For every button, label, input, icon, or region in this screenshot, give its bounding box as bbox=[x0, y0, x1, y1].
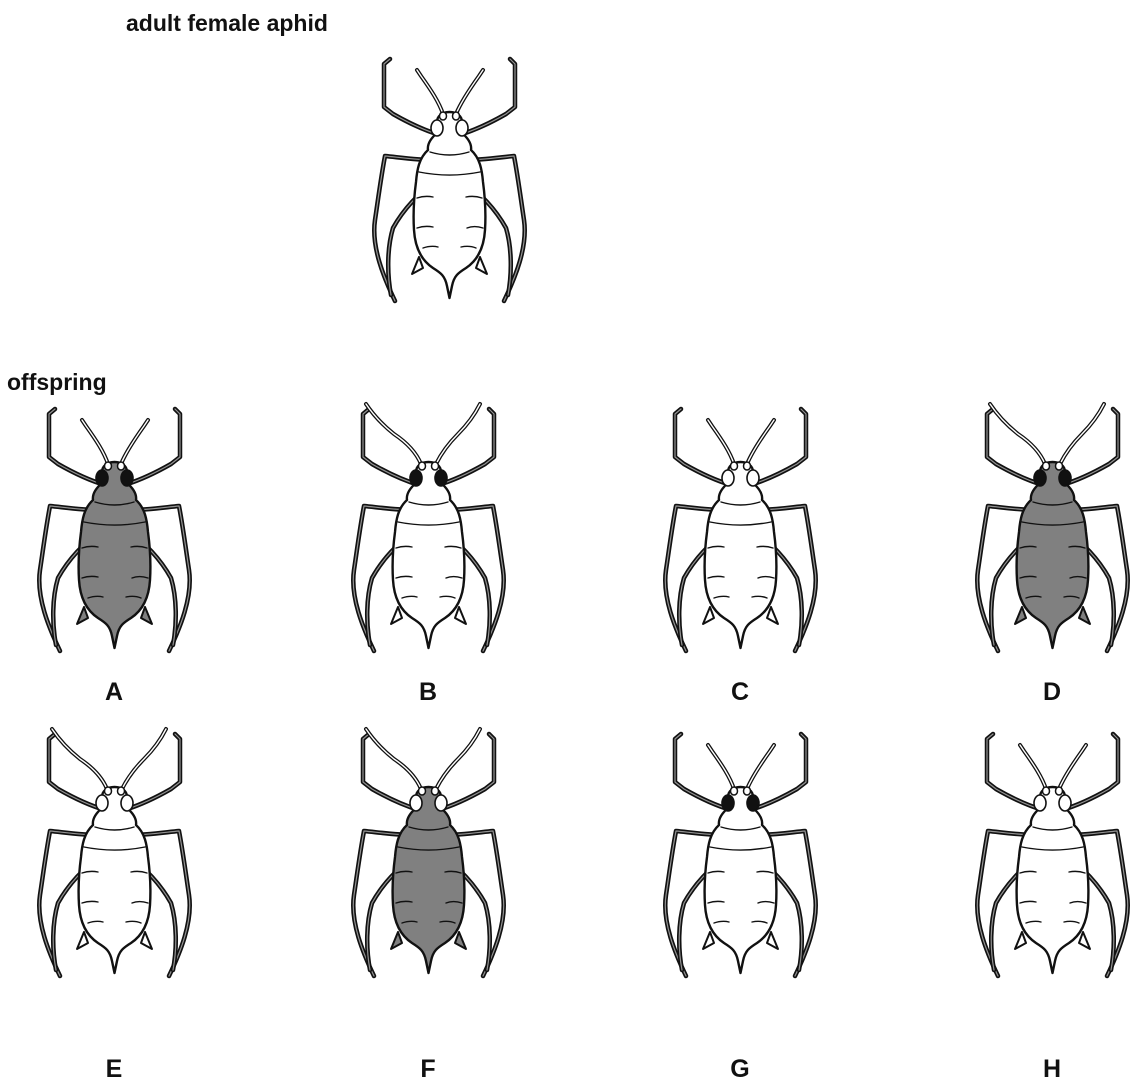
offspring-c-eye-right bbox=[747, 470, 759, 486]
offspring-d-aphid-drawing bbox=[960, 402, 1131, 662]
offspring-d-cornicle-left bbox=[1015, 607, 1026, 624]
offspring-g-eye-right bbox=[747, 795, 759, 811]
offspring-a-eye-left bbox=[96, 470, 108, 486]
offspring-g-antenna-socket-right bbox=[744, 787, 751, 795]
offspring-h-antenna-socket-left bbox=[1043, 787, 1050, 795]
offspring-g-eye-left bbox=[722, 795, 734, 811]
offspring-b-cornicle-right bbox=[455, 607, 466, 624]
offspring-letter-c: C bbox=[710, 680, 770, 705]
offspring-b-antenna-socket-right bbox=[432, 462, 439, 470]
parent-eye-left bbox=[431, 120, 443, 136]
offspring-b-body bbox=[393, 462, 465, 648]
offspring-b-antenna-socket-left bbox=[419, 462, 426, 470]
offspring-a-cornicle-left bbox=[77, 607, 88, 624]
offspring-c-body bbox=[705, 462, 777, 648]
offspring-e-eye-left bbox=[96, 795, 108, 811]
offspring-e-body bbox=[79, 787, 151, 973]
offspring-h-antenna-socket-right bbox=[1056, 787, 1063, 795]
offspring-e-aphid-drawing bbox=[22, 727, 207, 987]
offspring-letter-b: B bbox=[398, 680, 458, 705]
offspring-b-cornicle-left bbox=[391, 607, 402, 624]
offspring-aphid-figure-g bbox=[648, 727, 833, 987]
offspring-letter-f: F bbox=[398, 1057, 458, 1082]
offspring-e-eye-right bbox=[121, 795, 133, 811]
offspring-b-eye-right bbox=[435, 470, 447, 486]
offspring-e-cornicle-right bbox=[141, 932, 152, 949]
offspring-aphid-figure-d bbox=[960, 402, 1131, 662]
offspring-f-cornicle-right bbox=[455, 932, 466, 949]
offspring-heading: offspring bbox=[7, 371, 107, 394]
offspring-c-aphid-drawing bbox=[648, 402, 833, 662]
offspring-d-antenna-socket-left bbox=[1043, 462, 1050, 470]
offspring-h-cornicle-left bbox=[1015, 932, 1026, 949]
parent-aphid-drawing bbox=[357, 52, 542, 312]
offspring-c-cornicle-left bbox=[703, 607, 714, 624]
offspring-d-eye-left bbox=[1034, 470, 1046, 486]
offspring-aphid-figure-f bbox=[336, 727, 521, 987]
offspring-f-body bbox=[393, 787, 465, 973]
parent-body bbox=[414, 112, 486, 298]
offspring-f-aphid-drawing bbox=[336, 727, 521, 987]
offspring-e-antenna-socket-left bbox=[105, 787, 112, 795]
offspring-f-antenna-socket-left bbox=[419, 787, 426, 795]
offspring-d-cornicle-right bbox=[1079, 607, 1090, 624]
parent-cornicle-right bbox=[476, 257, 487, 274]
offspring-g-aphid-drawing bbox=[648, 727, 833, 987]
offspring-a-antenna-socket-right bbox=[118, 462, 125, 470]
offspring-h-eye-right bbox=[1059, 795, 1071, 811]
offspring-b-eye-left bbox=[410, 470, 422, 486]
offspring-a-body bbox=[79, 462, 151, 648]
offspring-letter-d: D bbox=[1022, 680, 1082, 705]
offspring-e-cornicle-left bbox=[77, 932, 88, 949]
offspring-g-cornicle-right bbox=[767, 932, 778, 949]
offspring-f-eye-right bbox=[435, 795, 447, 811]
offspring-a-eye-right bbox=[121, 470, 133, 486]
offspring-h-cornicle-right bbox=[1079, 932, 1090, 949]
offspring-letter-g: G bbox=[710, 1057, 770, 1082]
offspring-letter-h: H bbox=[1022, 1057, 1082, 1082]
offspring-c-antenna-socket-left bbox=[731, 462, 738, 470]
parent-cornicle-left bbox=[412, 257, 423, 274]
parent-eye-right bbox=[456, 120, 468, 136]
offspring-d-eye-right bbox=[1059, 470, 1071, 486]
offspring-c-cornicle-right bbox=[767, 607, 778, 624]
parent-antenna-socket-right bbox=[453, 112, 460, 120]
offspring-g-body bbox=[705, 787, 777, 973]
offspring-aphid-figure-e bbox=[22, 727, 207, 987]
offspring-e-antenna-socket-right bbox=[118, 787, 125, 795]
offspring-letter-e: E bbox=[84, 1057, 144, 1082]
parent-aphid-figure bbox=[357, 52, 542, 312]
offspring-c-antenna-socket-right bbox=[744, 462, 751, 470]
offspring-c-eye-left bbox=[722, 470, 734, 486]
offspring-aphid-figure-c bbox=[648, 402, 833, 662]
offspring-g-cornicle-left bbox=[703, 932, 714, 949]
offspring-a-cornicle-right bbox=[141, 607, 152, 624]
offspring-b-aphid-drawing bbox=[336, 402, 521, 662]
offspring-letter-a: A bbox=[84, 680, 144, 705]
offspring-a-antenna-socket-left bbox=[105, 462, 112, 470]
offspring-aphid-figure-a bbox=[22, 402, 207, 662]
offspring-a-aphid-drawing bbox=[22, 402, 207, 662]
offspring-aphid-figure-h bbox=[960, 727, 1131, 987]
parent-heading: adult female aphid bbox=[126, 12, 328, 35]
offspring-f-eye-left bbox=[410, 795, 422, 811]
parent-antenna-socket-left bbox=[440, 112, 447, 120]
offspring-f-cornicle-left bbox=[391, 932, 402, 949]
offspring-aphid-figure-b bbox=[336, 402, 521, 662]
offspring-h-body bbox=[1017, 787, 1089, 973]
offspring-h-aphid-drawing bbox=[960, 727, 1131, 987]
offspring-f-antenna-socket-right bbox=[432, 787, 439, 795]
offspring-h-eye-left bbox=[1034, 795, 1046, 811]
offspring-g-antenna-socket-left bbox=[731, 787, 738, 795]
offspring-d-body bbox=[1017, 462, 1089, 648]
offspring-d-antenna-socket-right bbox=[1056, 462, 1063, 470]
